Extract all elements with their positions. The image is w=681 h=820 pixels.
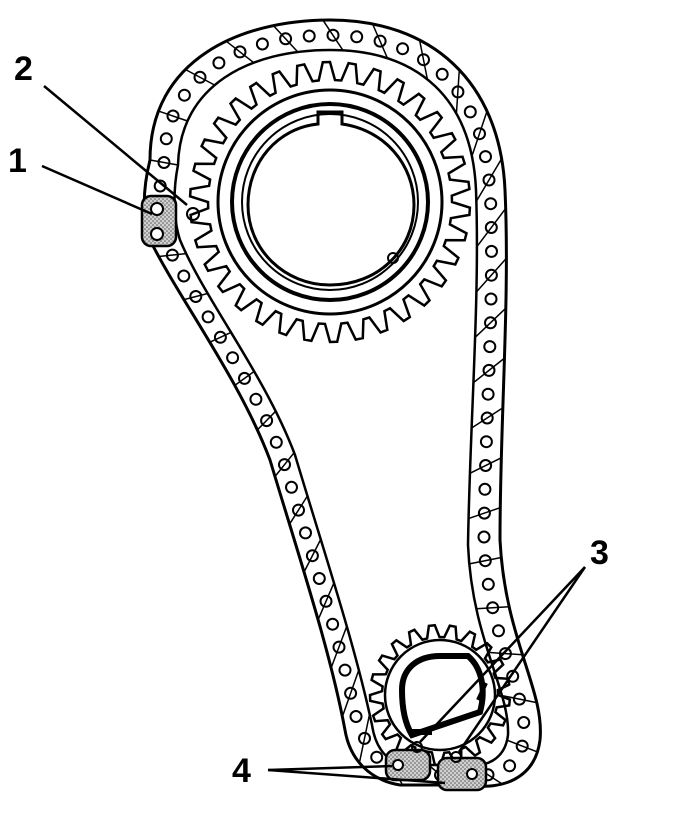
chain-link-plate-edge xyxy=(234,370,255,387)
chain-link-plate-edge xyxy=(469,556,502,565)
chain-link-plate-edge xyxy=(317,582,335,621)
chain-link-pin xyxy=(285,480,298,494)
chain-link-pin xyxy=(159,132,173,146)
chain-link-pin xyxy=(177,269,191,283)
camshaft-sprocket-teeth xyxy=(188,60,472,344)
timing-mark-dot-3b xyxy=(450,751,462,763)
chain-link-pin xyxy=(370,750,384,764)
timing-mark-dot-3a xyxy=(411,741,423,753)
chain-link-pin xyxy=(326,617,340,631)
chain-link-plate-edge xyxy=(330,625,348,669)
chain-link-pin xyxy=(302,29,316,43)
chain-link-pin xyxy=(177,88,191,102)
chain-link-pin xyxy=(349,710,363,723)
chain-link-plate-edge xyxy=(225,40,255,64)
camshaft-sprocket xyxy=(188,60,472,344)
chain-link-pin xyxy=(396,42,410,56)
chain-link-plate-edge xyxy=(322,19,344,51)
chain-link-plate-edge xyxy=(475,158,503,202)
chain-link-pin xyxy=(338,663,352,677)
chain-link-plate-edge xyxy=(501,694,537,704)
chain-link-plate-edge xyxy=(272,25,299,53)
shaded-link-1 xyxy=(140,194,178,248)
chain-link-plate-edge xyxy=(288,495,309,525)
camshaft-bore xyxy=(246,110,416,287)
chain-link-plate-edge xyxy=(158,110,188,122)
leader-line-3b xyxy=(457,566,587,753)
chain-link-pin xyxy=(350,30,364,44)
chain-link-plate-edge xyxy=(469,457,502,474)
callout-label-4: 4 xyxy=(232,752,251,790)
chain-link-pin xyxy=(483,340,497,354)
chain-link-pin xyxy=(503,759,517,773)
chain-link-plate-edge xyxy=(185,68,216,86)
chain-link-plate-edge xyxy=(158,252,187,258)
chain-link-plate-edge xyxy=(358,713,371,763)
chain-link-pin xyxy=(226,351,240,365)
chain-link-pin xyxy=(479,150,492,164)
timing-mark-dot-2 xyxy=(186,207,200,221)
leader-line-4a xyxy=(267,764,393,772)
chain-link-pin xyxy=(481,577,495,591)
chain-link-plate-edge xyxy=(488,651,523,656)
chain-link-plate-edge xyxy=(468,506,501,520)
chain-link-plate-edge xyxy=(476,207,507,248)
chain-link-pin xyxy=(269,435,283,449)
camshaft-sprocket-ring xyxy=(216,88,444,316)
chain-link-plate-edge xyxy=(471,110,488,157)
callout-label-1: 1 xyxy=(8,142,27,180)
callout-label-2: 2 xyxy=(14,50,33,88)
leader-line-3a xyxy=(419,566,586,743)
crankshaft-timing-mark xyxy=(476,682,488,701)
leader-line-4b xyxy=(267,768,446,785)
chain-link-plate-edge xyxy=(303,539,322,573)
crankshaft-sprocket-teeth xyxy=(368,623,512,767)
chain-link-pin xyxy=(212,56,226,70)
crankshaft-sprocket-ring xyxy=(383,638,497,752)
callout-label-3: 3 xyxy=(590,534,609,572)
chain-link-pin xyxy=(517,716,531,729)
chain-link-plate-edge xyxy=(341,669,360,717)
chain-link-plate-edge xyxy=(475,257,507,293)
chain-link-plate-edge xyxy=(506,739,538,753)
chain-link-pin xyxy=(249,392,263,406)
crankshaft-sprocket xyxy=(368,623,512,767)
leader-line-1 xyxy=(41,164,153,216)
chain-link-plate-edge xyxy=(418,39,429,80)
chain-link-pin xyxy=(492,624,505,638)
chain-link-pin xyxy=(463,105,477,119)
chain-link-plate-edge xyxy=(476,606,510,610)
chain-link-pin xyxy=(435,67,449,81)
chain-inner-edge xyxy=(173,48,510,767)
chain-outer-edge xyxy=(142,18,542,788)
chain-link-pin xyxy=(484,292,498,306)
chain-link-pin xyxy=(484,197,498,211)
chain-link-pin xyxy=(299,526,312,540)
crankshaft-bore xyxy=(398,653,486,739)
chain-link-pin xyxy=(201,310,215,324)
chain-link-plate-edge xyxy=(471,407,504,429)
chain-link-pin xyxy=(477,530,491,544)
chain-link-plate-edge xyxy=(183,292,208,301)
chain-link-pin xyxy=(479,435,493,449)
chain-link-plate-edge xyxy=(472,357,505,384)
camshaft-timing-mark-dot xyxy=(387,252,399,264)
chain-link-pin xyxy=(312,572,326,585)
chain-link-pin xyxy=(481,387,495,401)
chain-link-plate-edge xyxy=(371,23,389,59)
camshaft-sprocket-hub-inner xyxy=(241,113,419,291)
chain-link-plate-edge xyxy=(455,69,461,114)
camshaft-sprocket-hub-outer xyxy=(230,102,430,302)
chain-link-plate-edge xyxy=(474,307,507,338)
chain-link-plate-edge xyxy=(209,331,232,343)
chain-link-plate-edge xyxy=(274,452,295,477)
leader-line-2 xyxy=(43,85,188,206)
chain-link-pin xyxy=(478,482,492,496)
chain-link-pin xyxy=(255,37,269,51)
chain-link-plate-edge xyxy=(256,410,277,431)
leader-lines xyxy=(41,85,587,785)
chain-link-pin xyxy=(485,244,498,258)
chain-link-plate-edge xyxy=(149,159,179,166)
